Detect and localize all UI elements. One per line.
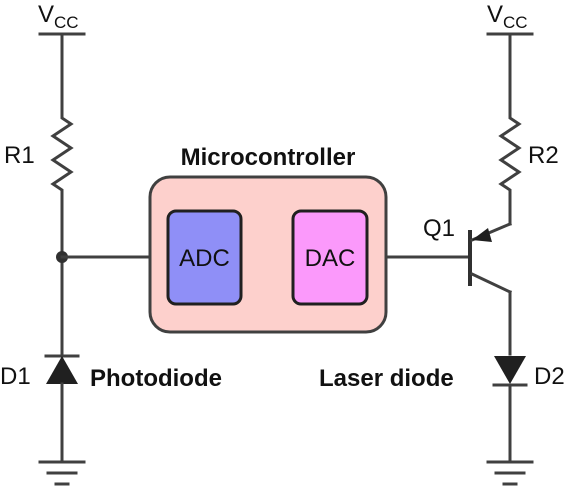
dac-label: DAC: [305, 245, 356, 272]
vcc-left-label: VCC: [38, 1, 79, 32]
vcc-right-label: VCC: [487, 1, 528, 32]
q1-label: Q1: [423, 215, 455, 242]
laser-diode-d2-symbol: [494, 356, 526, 384]
transistor-q1-arrow: [472, 228, 492, 242]
photodiode-d1-symbol: [46, 356, 78, 384]
d1-label: D1: [0, 363, 31, 390]
dac-block: [291, 209, 369, 306]
transistor-q1-collector: [470, 272, 512, 294]
laser-diode-label: Laser diode: [319, 365, 454, 392]
r1-label: R1: [4, 142, 35, 169]
r2-label: R2: [528, 142, 559, 169]
resistor-r1: [50, 108, 74, 200]
adc-label: ADC: [179, 245, 230, 272]
microcontroller-title: Microcontroller: [181, 144, 356, 171]
resistor-r2: [498, 108, 522, 200]
photodiode-label: Photodiode: [90, 365, 222, 392]
d2-label: D2: [534, 363, 565, 390]
adc-block: [166, 209, 243, 306]
